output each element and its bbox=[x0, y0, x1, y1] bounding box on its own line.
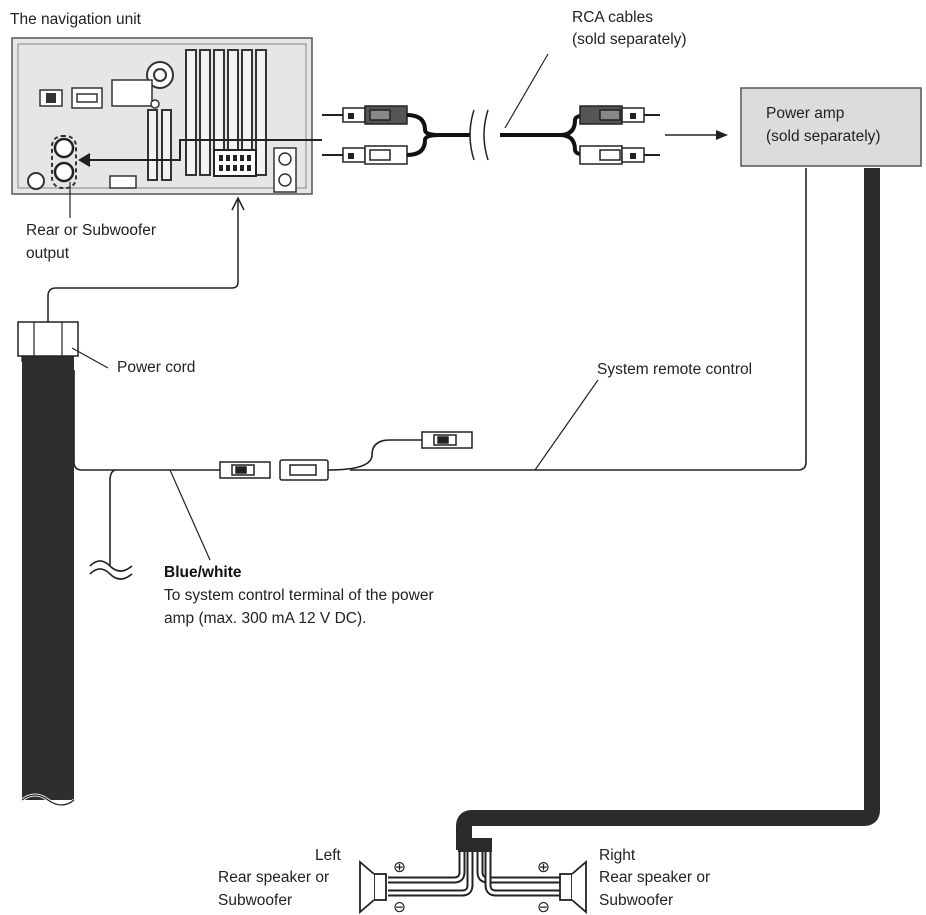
power-cord-label: Power cord bbox=[117, 359, 195, 376]
system-remote-leader bbox=[534, 379, 599, 471]
nav-unit-label: The navigation unit bbox=[10, 11, 142, 28]
rear-output-label-line1: Rear or Subwoofer bbox=[26, 222, 156, 239]
right-desc-line1: Rear speaker or bbox=[599, 869, 710, 886]
rear-output-label-line2: output bbox=[26, 245, 70, 262]
rca-leader bbox=[504, 53, 549, 129]
blue-white-desc-line2: amp (max. 300 mA 12 V DC). bbox=[164, 610, 366, 627]
blue-white-leader bbox=[169, 469, 211, 561]
amp-label-line1: Power amp bbox=[766, 105, 844, 122]
left-minus-icon: ⊖ bbox=[393, 899, 406, 915]
blue-white-label: Blue/white bbox=[164, 564, 242, 581]
remote-connectors bbox=[219, 431, 473, 481]
right-plus-icon: ⊕ bbox=[537, 859, 550, 876]
left-plus-icon: ⊕ bbox=[393, 859, 406, 876]
right-label: Right bbox=[599, 847, 636, 864]
rca-cables bbox=[322, 105, 660, 165]
speaker-cable bbox=[456, 168, 880, 850]
amp-label-line2: (sold separately) bbox=[766, 128, 881, 145]
rear-output-arrow bbox=[78, 139, 322, 167]
power-cord-leader bbox=[71, 347, 109, 369]
left-desc-line2: Subwoofer bbox=[218, 892, 292, 909]
remote-wire-amp bbox=[350, 168, 807, 471]
power-amp-box bbox=[740, 87, 922, 167]
left-desc-line1: Rear speaker or bbox=[218, 869, 329, 886]
left-speaker bbox=[359, 848, 474, 914]
rca-label-line2: (sold separately) bbox=[572, 31, 687, 48]
rca-label-line1: RCA cables bbox=[572, 9, 653, 26]
navigation-unit bbox=[11, 37, 313, 195]
blue-white-wire bbox=[73, 370, 220, 580]
to-amp-arrow bbox=[665, 130, 728, 140]
right-desc-line2: Subwoofer bbox=[599, 892, 673, 909]
right-minus-icon: ⊖ bbox=[537, 899, 550, 915]
system-remote-label: System remote control bbox=[597, 361, 752, 378]
power-cord bbox=[17, 321, 79, 807]
power-connector-lead bbox=[47, 196, 245, 322]
blue-white-desc-line1: To system control terminal of the power bbox=[164, 587, 434, 604]
left-label: Left bbox=[315, 847, 342, 864]
right-speaker bbox=[476, 848, 587, 914]
